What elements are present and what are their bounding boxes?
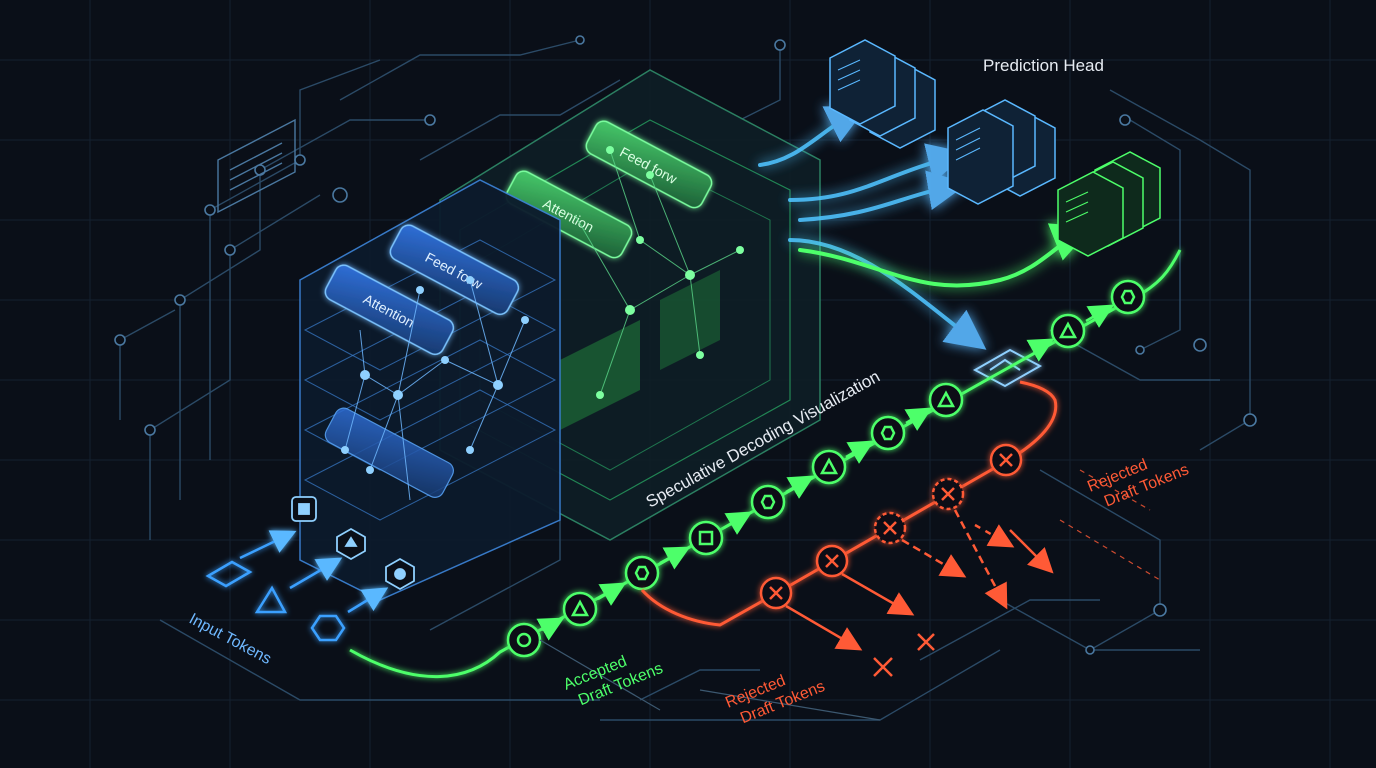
- label-brackets: [539, 639, 881, 721]
- accepted-token: [506, 622, 542, 658]
- rejected-tokens: [759, 443, 1023, 610]
- input-token-triangle: [254, 585, 288, 614]
- reject-mark-icon: [873, 657, 893, 677]
- feed-forward-block-front: Feed forw: [389, 224, 520, 316]
- rejected-token: [873, 511, 907, 545]
- rejected-path: [640, 380, 1058, 627]
- accepted-token: [928, 382, 964, 418]
- prediction-head-2: [947, 99, 1056, 205]
- input-tokens: [205, 530, 389, 642]
- green-flow-top: [798, 223, 1093, 288]
- input-token-hexagon: [310, 614, 346, 642]
- accepted-token: [624, 555, 660, 591]
- rejected-label-right: Rejected Draft Tokens: [1085, 456, 1191, 510]
- document-icon: [217, 118, 296, 214]
- attention-block-front: Attention: [324, 264, 455, 356]
- accepted-token: [750, 484, 786, 520]
- accepted-token: [870, 415, 906, 451]
- verify-node: [972, 348, 1043, 388]
- prediction-head-label: Prediction Head: [983, 56, 1104, 75]
- circuit-nodes: [114, 35, 1257, 655]
- accepted-token: [562, 591, 598, 627]
- rejected-token: [931, 477, 965, 511]
- prediction-heads: [829, 39, 1161, 257]
- transformer-stack-front: Attention Feed forw: [299, 179, 561, 601]
- input-token-diamond: [205, 560, 253, 588]
- accepted-token: [1050, 313, 1086, 349]
- reject-mark-icon: [917, 633, 935, 651]
- accepted-arrows: [536, 304, 1115, 641]
- rejected-branches: [785, 509, 1054, 677]
- accepted-token: [811, 449, 847, 485]
- rejected-token: [989, 443, 1023, 477]
- rejected-token: [759, 576, 793, 610]
- prediction-head-3: [1057, 151, 1161, 257]
- accepted-token: [688, 520, 724, 556]
- accepted-tokens: [506, 279, 1146, 658]
- accepted-path: [349, 249, 1182, 678]
- rejected-token: [815, 544, 849, 578]
- rejected-dashed-guides: [1059, 469, 1161, 581]
- accepted-token: [1110, 279, 1146, 315]
- embedded-tokens: [291, 496, 415, 591]
- lower-block-front: [324, 407, 454, 498]
- prediction-head-1: [829, 39, 936, 149]
